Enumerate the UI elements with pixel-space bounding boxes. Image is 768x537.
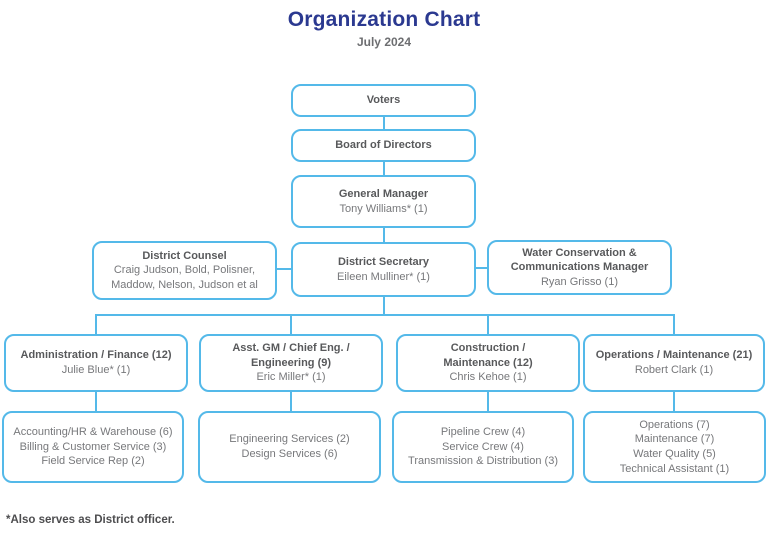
connector-engineering-detail	[290, 392, 292, 411]
connector-bus-admin	[95, 314, 97, 334]
box-title: Operations / Maintenance (21)	[595, 349, 753, 362]
box-person: Eileen Mulliner* (1)	[337, 270, 430, 283]
box-person: Craig Judson, Bold, Polisner, Maddow, Ne…	[111, 264, 258, 291]
org-box-operations-detail: Operations (7) Maintenance (7) Water Qua…	[583, 411, 766, 483]
page-title: Organization Chart	[287, 8, 481, 31]
box-title: General Manager	[338, 187, 429, 200]
org-box-voters: Voters	[291, 84, 476, 117]
org-box-engineering-detail: Engineering Services (2) Design Services…	[198, 411, 381, 483]
connector-operations-detail	[673, 392, 675, 411]
box-detail-lines: Operations (7) Maintenance (7) Water Qua…	[619, 418, 730, 475]
box-title: District Counsel	[142, 249, 227, 262]
connector-gm-secretary	[383, 228, 385, 242]
org-box-construction-maintenance: Construction / Maintenance (12) Chris Ke…	[396, 334, 580, 392]
page-subtitle: July 2024	[356, 35, 412, 49]
box-title: Asst. GM / Chief Eng. / Engineering (9)	[232, 342, 350, 369]
box-title: Construction / Maintenance (12)	[443, 342, 533, 369]
box-detail-lines: Engineering Services (2) Design Services…	[229, 433, 350, 460]
box-detail-lines: Pipeline Crew (4) Service Crew (4) Trans…	[408, 426, 558, 468]
connector-bus-construction	[487, 314, 489, 334]
org-box-operations-maintenance: Operations / Maintenance (21) Robert Cla…	[583, 334, 765, 392]
box-title: Board of Directors	[335, 139, 432, 152]
org-box-district-counsel: District Counsel Craig Judson, Bold, Pol…	[92, 241, 277, 300]
connector-board-gm	[383, 162, 385, 175]
connector-bus-asstgm	[290, 314, 292, 334]
box-title: Administration / Finance (12)	[20, 349, 172, 362]
connector-horizontal-bus	[95, 314, 675, 316]
org-box-administration-finance: Administration / Finance (12) Julie Blue…	[4, 334, 188, 392]
org-box-construction-detail: Pipeline Crew (4) Service Crew (4) Trans…	[392, 411, 574, 483]
org-box-admin-detail: Accounting/HR & Warehouse (6) Billing & …	[2, 411, 184, 483]
box-person: Julie Blue* (1)	[61, 364, 131, 376]
box-person: Eric Miller* (1)	[256, 371, 326, 384]
box-person: Chris Kehoe (1)	[449, 371, 527, 384]
box-title: Water Conservation & Communications Mana…	[510, 246, 649, 274]
box-person: Robert Clark (1)	[634, 364, 714, 376]
footnote: *Also serves as District officer.	[6, 514, 175, 526]
connector-voters-board	[383, 117, 385, 129]
org-box-board-of-directors: Board of Directors	[291, 129, 476, 162]
connector-construction-detail	[487, 392, 489, 411]
connector-secretary-bus	[383, 297, 385, 315]
org-box-general-manager: General Manager Tony Williams* (1)	[291, 175, 476, 228]
box-person: Ryan Grisso (1)	[540, 275, 619, 288]
connector-counsel-secretary	[277, 268, 291, 270]
box-title: District Secretary	[337, 255, 430, 268]
org-box-district-secretary: District Secretary Eileen Mulliner* (1)	[291, 242, 476, 297]
org-box-water-conservation-manager: Water Conservation & Communications Mana…	[487, 240, 672, 295]
box-detail-lines: Accounting/HR & Warehouse (6) Billing & …	[13, 426, 173, 468]
connector-admin-detail	[95, 392, 97, 411]
org-box-asst-gm-engineering: Asst. GM / Chief Eng. / Engineering (9) …	[199, 334, 383, 392]
box-person: Tony Williams* (1)	[339, 202, 428, 215]
connector-bus-operations	[673, 314, 675, 334]
box-title: Voters	[366, 94, 401, 107]
connector-secretary-water	[476, 267, 487, 269]
